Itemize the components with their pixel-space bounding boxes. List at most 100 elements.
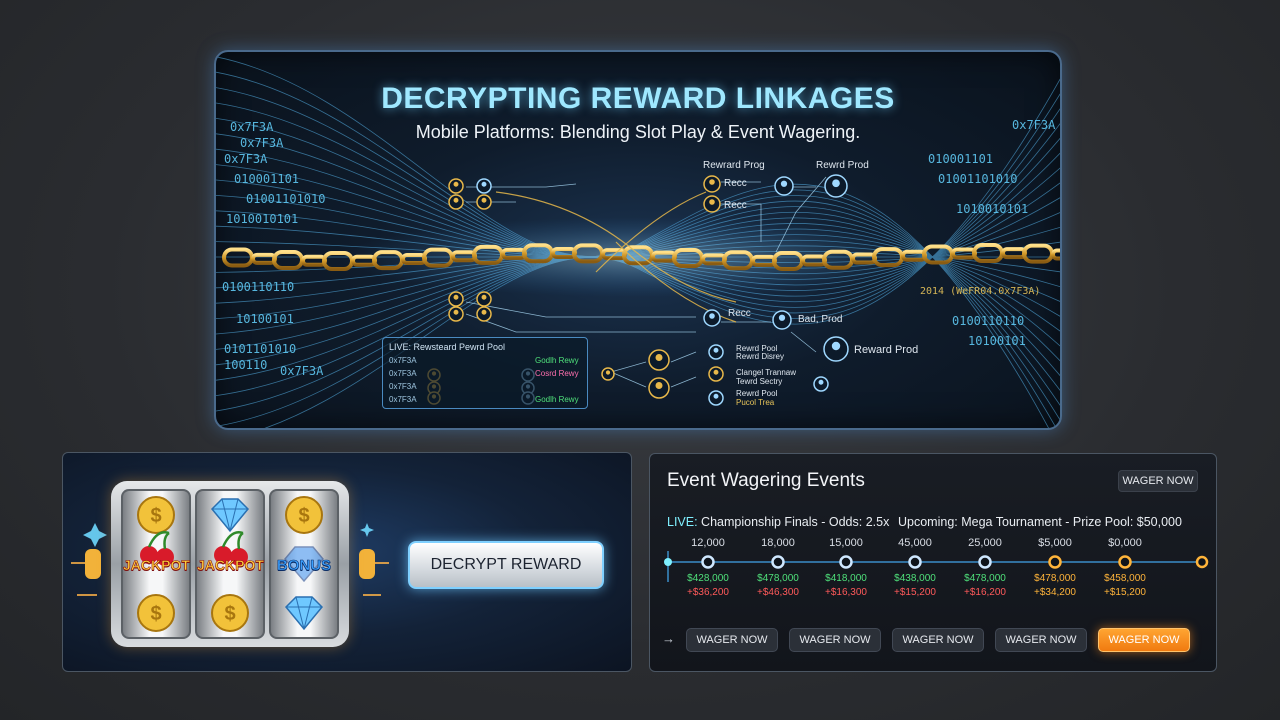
timeline-start-node [664,558,672,566]
wager-timeline [664,551,1209,582]
wager-now-top-button[interactable]: WAGER NOW [1118,470,1198,492]
user-node-head [831,341,841,351]
coin-icon: $ [137,496,175,534]
diamond-icon [284,546,324,583]
timeline-value: $428,000 [687,573,729,584]
code-readout: 2014 (WeFR04.0x7F3A) [920,286,1041,297]
wager-now-button[interactable]: WAGER NOW [1098,628,1190,652]
timeline-node[interactable] [701,555,715,569]
user-node-head [481,197,487,203]
live-event-detail: Championship Finals - Odds: 2.5x [697,515,890,529]
timeline-node[interactable] [908,555,922,569]
wager-now-button[interactable]: WAGER NOW [789,628,881,652]
wager-now-button[interactable]: WAGER NOW [686,628,778,652]
event-panel-title: Event Wagering Events [667,470,865,491]
timeline-value: $418,000 [825,573,867,584]
chain-link [1051,248,1060,261]
live-row: 0x7F3A Cosrd Rewy [389,369,579,378]
timeline-node[interactable] [1048,555,1062,569]
timeline-node[interactable] [1118,555,1132,569]
user-node-head [481,309,487,315]
binary-text: 0100110110 [952,314,1025,328]
slot-panel: $ $ JACKPOT $ JACKPOT $ BONUS DECRYPT RE… [62,452,632,672]
user-node-head [655,354,663,361]
user-node-head [481,294,487,300]
timeline-node[interactable] [839,555,853,569]
binary-text: 10100101 [236,312,294,326]
node-label: Recc [724,200,747,211]
svg-text:$: $ [150,505,161,527]
user-node-head [713,393,719,399]
user-node-head [605,370,611,375]
live-tag: LIVE: [667,515,698,529]
chain-link [1022,243,1054,264]
user-node-head [709,179,715,185]
diamond-icon [284,596,324,631]
user-node-head [709,199,715,205]
event-wagering-panel: Event Wagering Events WAGER NOW LIVE: Ch… [649,453,1217,672]
chain-link [1001,247,1027,260]
timeline-node[interactable] [771,555,785,569]
timeline-change: +$16,200 [964,587,1006,598]
coin-icon: $ [285,496,323,534]
timeline-amount: $0,000 [1108,537,1142,549]
cherry-icon [140,531,174,566]
reel-symbols: $ $ [137,496,175,632]
timeline-change: +$36,200 [687,587,729,598]
live-row: 0x7F3A [389,382,417,391]
chain-link [301,254,327,267]
slot-machine: $ $ JACKPOT $ JACKPOT $ BONUS [111,481,349,647]
timeline-amount: 25,000 [968,537,1002,549]
binary-text: 010001101 [928,152,994,166]
wager-now-button[interactable]: WAGER NOW [995,628,1087,652]
chain-link [251,252,277,265]
node-label: Pucol Trea [736,398,775,407]
svg-text:$: $ [298,505,309,527]
user-node-head [713,347,719,353]
hero-title: DECRYPTING REWARD LINKAGES [381,82,895,115]
row-tag: Godlh Rewy [535,356,579,365]
binary-text: 01001101010 [938,172,1018,186]
node-label: Rewrd Disrey [736,352,785,361]
timeline-change: +$15,200 [894,587,936,598]
wager-now-button[interactable]: WAGER NOW [892,628,984,652]
row-tag: Godlh Rewy [535,395,579,404]
live-box-title: LIVE: Rewsteard Pewrd Pool [389,342,506,352]
side-lights [85,549,375,579]
timeline-nodes [701,555,1209,569]
node-label: Rewrd Pool [736,344,778,353]
row-code: 0x7F3A [389,356,417,365]
node-label: Recc [724,178,747,189]
user-node-head [453,309,459,315]
node-connectors [465,176,827,388]
diamond-icon [210,498,250,533]
node-label: Rewrd Pool [736,389,778,398]
chain-link [972,243,1004,264]
binary-text: 10100101 [968,334,1026,348]
upcoming-event-text: Upcoming: Mega Tournament - Prize Pool: … [898,515,1182,529]
user-node-head [818,379,824,385]
live-row: 0x7F3A Godlh Rewy [389,356,579,365]
timeline-change: +$15,200 [1104,587,1146,598]
user-node-head [709,313,715,319]
reward-linkage-panel: DECRYPTING REWARD LINKAGES Mobile Platfo… [214,50,1062,430]
row-code: 0x7F3A [389,382,417,391]
timeline-amount: $5,000 [1038,537,1072,549]
slot-reel: $ BONUS [269,489,339,639]
live-event-text: LIVE: Championship Finals - Odds: 2.5x [667,515,889,529]
binary-text: 01001101010 [246,192,326,206]
coin-icon: $ [211,594,249,632]
timeline-value: $458,000 [1104,573,1146,584]
node-label: Tewrd Sectry [736,377,783,386]
node-label: Rewrard Prog [703,160,765,171]
hex-code-label: 0x7F3A [230,120,274,134]
live-reward-pool-box: LIVE: Rewsteard Pewrd Pool 0x7F3A Godlh … [382,337,588,409]
binary-text: 1010010101 [956,202,1029,216]
chain-link [222,247,254,268]
node-label: Bad, Prod [798,314,843,325]
reel-symbols: $ [210,498,250,632]
user-node-head [713,369,719,375]
decrypt-reward-button[interactable]: DECRYPT REWARD [408,541,604,589]
coin-icon: $ [137,594,175,632]
timeline-node[interactable] [978,555,992,569]
